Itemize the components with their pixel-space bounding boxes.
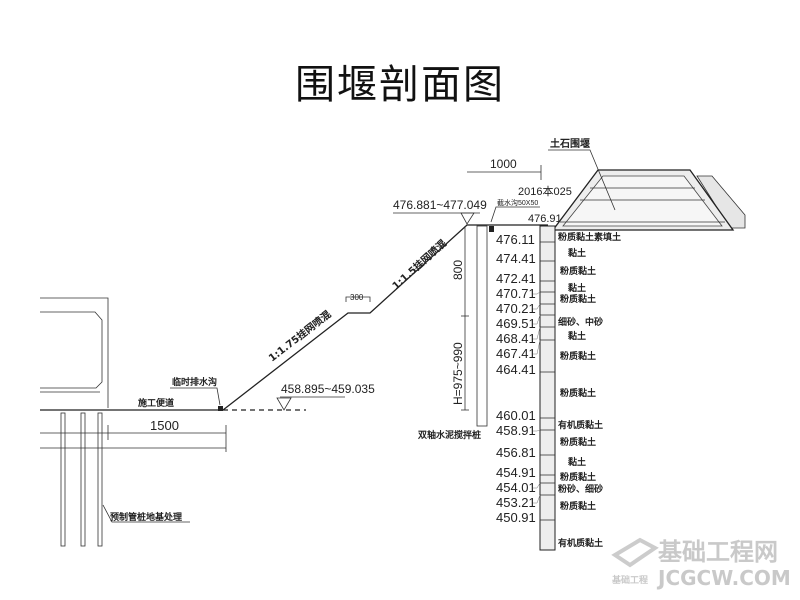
soil-layer-label: 粉质黏土 [560,436,596,448]
road-dimension [40,425,227,452]
elevation-label: 469.51 [496,316,536,331]
soil-column [539,225,556,551]
crest-elevation-label: 476.881~477.049 [393,198,487,212]
construction-road-label: 施工便道 [138,397,174,409]
elevation-label: 476.11 [496,232,535,247]
watermark-en: JCGCW.COM [656,566,791,590]
soil-layer-label: 粉质黏土 [560,293,596,305]
soil-layer-label: 黏土 [568,456,586,468]
elevation-label: 458.91 [496,423,536,438]
cofferdam-label: 土石围堰 [550,137,590,150]
soil-layer-label: 黏土 [568,247,586,259]
upper-slope-label: 1:1.5挂网喷混 [389,237,449,293]
pile-depth-label: H=975~990 [451,342,465,405]
elevation-label: 472.41 [496,271,536,286]
soil-layer-label: 粉质黏土 [560,387,596,399]
elevation-label: 460.01 [496,408,536,423]
elevation-leader-line [533,429,541,432]
elevation-label: 467.41 [496,346,536,361]
note-top-label: 2016本025 [518,184,572,198]
lower-slope-label: 1:1.75挂网喷混 [266,308,334,365]
soil-layer-label: 细砂、中砂 [558,316,603,328]
elevation-label: 454.01 [496,480,536,495]
diagram-title: 围堰剖面图 [295,62,505,108]
soil-layer-label: 有机质黏土 [558,419,603,431]
soil-layer-label: 粉质黏土 [560,265,596,277]
elevation-leader-line [533,326,541,340]
small-elevation-label: 476.91 [528,213,562,225]
mixing-pile-label: 双轴水泥搅拌桩 [418,429,481,441]
soil-layer-list: 粉质黏土素填土黏土粉质黏土黏土粉质黏土细砂、中砂黏土粉质黏土粉质黏土有机质黏土粉… [558,231,621,549]
drain-ditch-label: 临时排水沟 [172,376,217,388]
elevation-leader-line [533,314,541,325]
existing-structure [40,297,109,408]
elevation-leader-line [533,303,541,310]
elevation-marker-crest [460,212,475,225]
soil-layer-label: 黏土 [568,330,586,342]
soil-layer-label: 有机质黏土 [558,537,603,549]
elevation-list: 476.11 474.41 472.41470.71470.21469.51468.… [496,232,555,525]
pipe-pile-label: 预制管桩地基处理 [110,511,182,523]
mixing-pile [461,225,494,427]
small-ditch-label: 截水沟50X50 [497,198,538,207]
pipe-piles [60,412,103,547]
soil-layer-label: 粉质黏土 [560,500,596,512]
elevation-label: 464.41 [496,362,536,377]
slope-line [222,224,548,411]
base-elevation-label: 458.895~459.035 [281,382,375,396]
watermark-cn: 基础工程网 [658,538,778,566]
soil-layer-label: 粉质黏土素填土 [558,231,621,243]
elevation-label: 474.41 [496,251,536,266]
watermark: 基础工程网 JCGCW.COM 基础工程 [611,537,791,590]
soil-layer-label: 粉质黏土 [560,350,596,362]
elevation-leader-line [533,339,541,355]
elevation-label: 453.21 [496,495,536,510]
soil-layer-label: 黏土 [568,282,586,294]
watermark-small: 基础工程 [611,574,648,586]
berm-width-label: 300 [350,293,364,302]
elevation-label: 450.91 [496,510,536,525]
pile-upper-label: 800 [451,260,465,280]
elevation-label: 468.41 [496,331,536,346]
earth-rock-cofferdam [551,169,746,231]
elevation-leader-line [533,482,541,489]
drain-ditch [218,406,223,411]
elevation-leader-line [533,291,541,295]
soil-layer-label: 粉砂、细砂 [558,483,603,495]
elevation-marker-base [276,397,292,411]
elevation-label: 470.71 [496,286,536,301]
soil-layer-label: 粉质黏土 [560,471,596,483]
road-width-label: 1500 [150,418,179,433]
top-width-label: 1000 [490,157,517,171]
elevation-leader-line [533,494,541,504]
watermark-logo-icon [611,537,659,568]
elevation-label: 470.21 [496,301,536,316]
elevation-label: 454.91 [496,465,536,480]
elevation-label: 456.81 [496,445,536,460]
